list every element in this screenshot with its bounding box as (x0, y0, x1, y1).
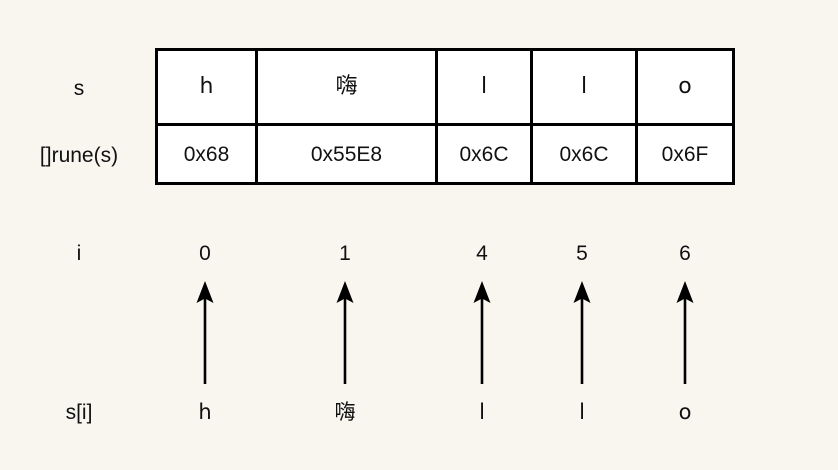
index-value-0: 0 (199, 241, 211, 265)
arrow-up-icon (569, 281, 595, 384)
table-cell-s-2: l (438, 51, 533, 126)
index-value-4: 6 (679, 241, 691, 265)
table-cell-s-1: 嗨 (258, 51, 438, 126)
element-value-4: o (678, 399, 692, 424)
rune-table: h 嗨 l l o 0x68 0x55E8 0x6C 0x6C 0x6F (155, 48, 735, 185)
table-cell-rune-2: 0x6C (438, 126, 533, 182)
arrow-up-icon (469, 281, 495, 384)
row-label-string: s (73, 76, 85, 100)
row-label-element: s[i] (65, 400, 93, 424)
table-cell-rune-1: 0x55E8 (258, 126, 438, 182)
element-value-2: l (479, 399, 485, 424)
row-label-runes: []rune(s) (39, 143, 119, 167)
element-value-0: h (198, 399, 212, 424)
index-value-3: 5 (576, 241, 588, 265)
arrow-up-icon (332, 281, 358, 384)
table-cell-s-0: h (158, 51, 258, 126)
table-cell-rune-0: 0x68 (158, 126, 258, 182)
table-cell-rune-3: 0x6C (533, 126, 638, 182)
table-cell-rune-4: 0x6F (638, 126, 732, 182)
index-value-1: 1 (339, 241, 351, 265)
row-label-index: i (76, 241, 82, 265)
arrow-up-icon (192, 281, 218, 384)
element-value-1: 嗨 (334, 399, 356, 424)
table-cell-s-3: l (533, 51, 638, 126)
table-cell-s-4: o (638, 51, 732, 126)
arrow-up-icon (672, 281, 698, 384)
element-value-3: l (579, 399, 585, 424)
index-value-2: 4 (476, 241, 488, 265)
